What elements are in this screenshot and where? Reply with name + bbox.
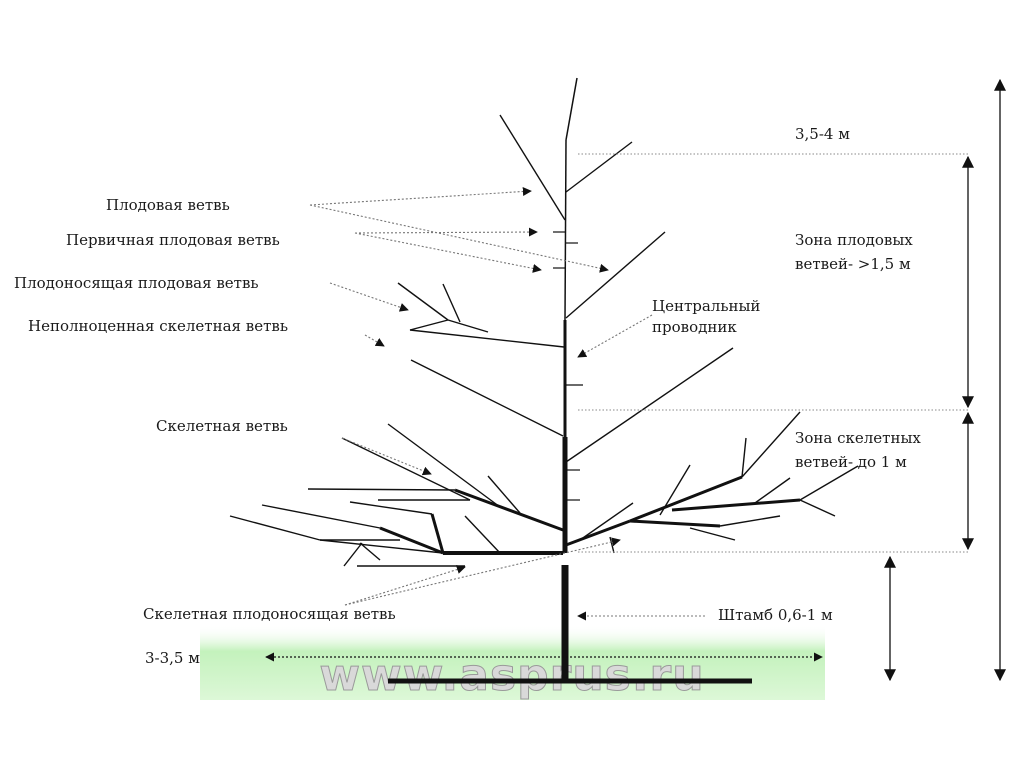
pointer-primary-a	[354, 227, 538, 237]
label-fruit-zone-1: Зона плодовых	[795, 231, 913, 249]
right-skeletal-branches	[565, 411, 859, 554]
dimension-arrows	[265, 78, 1006, 682]
central-leader	[553, 77, 583, 553]
left-skeletal-branches	[229, 423, 564, 567]
pointer-skeletal	[341, 437, 432, 476]
label-fruit-branch: Плодовая ветвь	[106, 196, 230, 214]
label-skeletal-branch: Скелетная ветвь	[156, 417, 288, 435]
pointer-fruit-lower	[309, 204, 609, 273]
label-crown-width: 3-3,5 м	[145, 649, 200, 667]
pointer-lines	[309, 187, 705, 621]
pointer-incomplete	[364, 334, 385, 347]
label-tree-height: 3,5-4 м	[795, 125, 850, 143]
label-skeletal-zone-1: Зона скелетных	[795, 429, 921, 447]
label-fruit-zone-2: ветвей- >1,5 м	[795, 255, 911, 273]
pointer-skeletal-bearing-a	[344, 565, 466, 606]
pointer-central-leader	[577, 314, 653, 358]
label-trunk: Штамб 0,6-1 м	[718, 606, 833, 624]
ground-glow	[200, 625, 825, 700]
label-bearing-fruit-branch: Плодоносящая плодовая ветвь	[14, 274, 259, 292]
label-incomplete-skeletal-branch: Неполноценная скелетная ветвь	[28, 317, 288, 335]
level-lines	[578, 153, 968, 553]
pointer-skeletal-bearing-b	[344, 537, 621, 606]
label-skeletal-zone-2: ветвей- до 1 м	[795, 453, 907, 471]
label-primary-fruit-branch: Первичная плодовая ветвь	[66, 231, 280, 249]
pointer-primary-b	[354, 232, 542, 273]
label-central-leader-1: Центральный	[652, 297, 760, 315]
pointer-fruit-upper	[309, 187, 532, 206]
label-skeletal-bearing-branch: Скелетная плодоносящая ветвь	[143, 605, 396, 623]
pointer-bearing	[329, 282, 409, 312]
upper-branches	[397, 114, 734, 463]
label-central-leader-2: проводник	[652, 318, 737, 336]
